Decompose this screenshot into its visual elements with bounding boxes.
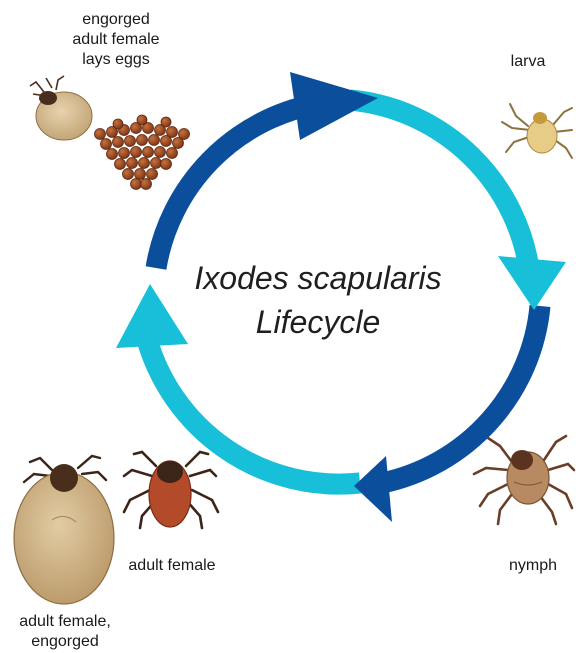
title-line-2: Lifecycle <box>168 300 468 344</box>
egg-mass-illustration <box>95 115 190 190</box>
arrowhead-bottom <box>354 456 392 522</box>
ring-segment-top-dark <box>156 104 316 268</box>
label-larva: larva <box>498 52 558 72</box>
ring-segment-right-light <box>350 100 530 276</box>
arrowhead-right <box>498 256 566 310</box>
label-adult-engorged: adult female, engorged <box>4 612 126 652</box>
label-eggs-line-2: adult female <box>56 30 176 50</box>
label-nymph: nymph <box>498 556 568 576</box>
ring-segment-bottom-light <box>146 336 360 484</box>
label-eggs-line-1: engorged <box>56 10 176 30</box>
larva-illustration <box>502 104 572 158</box>
label-adult-female: adult female <box>114 556 230 576</box>
label-eggs: engorged adult female lays eggs <box>56 10 176 70</box>
label-eggs-line-3: lays eggs <box>56 50 176 70</box>
small-engorged-female-illustration <box>30 76 92 140</box>
diagram-title: Ixodes scapularis Lifecycle <box>168 256 468 344</box>
adult-female-illustration <box>124 452 218 528</box>
engorged-adult-female-illustration <box>14 456 114 604</box>
label-adult-engorged-line-2: engorged <box>4 632 126 652</box>
nymph-illustration <box>474 436 574 524</box>
label-adult-engorged-line-1: adult female, <box>4 612 126 632</box>
title-line-1: Ixodes scapularis <box>168 256 468 300</box>
